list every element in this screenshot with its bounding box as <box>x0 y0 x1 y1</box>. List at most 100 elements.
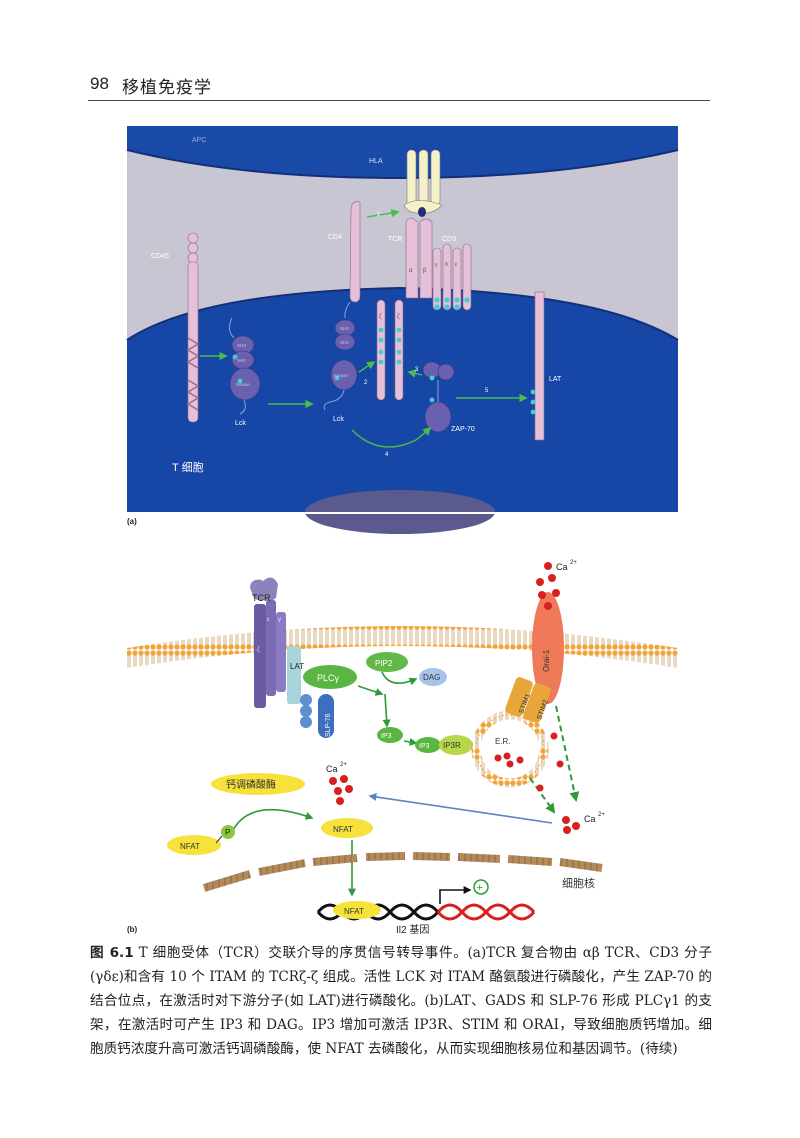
zap70 <box>422 361 455 433</box>
cd4-molecule <box>349 201 361 303</box>
svg-text:ζ: ζ <box>379 314 382 320</box>
svg-text:ζ: ζ <box>397 314 400 320</box>
svg-text:α: α <box>409 268 413 274</box>
plcg-label: PLCγ <box>317 673 340 683</box>
ip3r-label: IP3R <box>443 741 461 750</box>
calcium-mid <box>329 775 353 805</box>
ca-top-label: Ca <box>556 562 568 572</box>
svg-text:SH2: SH2 <box>340 340 349 345</box>
tcr-complex-b <box>250 577 286 708</box>
zap70-label: ZAP-70 <box>451 426 475 433</box>
ip3r <box>439 735 473 755</box>
step-1-label: 1 <box>377 212 381 218</box>
ip3-b <box>415 737 441 753</box>
lat-b-label: LAT <box>290 662 304 671</box>
step-5-label: 5 <box>485 388 489 394</box>
svg-text:IP3: IP3 <box>381 733 392 740</box>
ca-mid-label: Ca <box>326 764 338 774</box>
lat-a <box>530 291 545 441</box>
cd4-label: CD4 <box>328 234 342 241</box>
svg-text:γ: γ <box>278 617 281 623</box>
caption-label: 图 6.1 <box>90 945 134 961</box>
apc-label: APC <box>192 137 206 144</box>
header-rule <box>88 100 710 101</box>
calcineurin-label: 钙调磷酸酶 <box>226 778 276 791</box>
svg-text:Kinase: Kinase <box>334 373 348 378</box>
panel-b-label: (b) <box>127 925 138 934</box>
nfat-p-label: NFAT <box>180 842 200 851</box>
step-2-label: 2 <box>364 380 368 386</box>
nuclear-membrane <box>202 852 603 892</box>
running-title: 移植免疫学 <box>122 78 212 98</box>
nfat <box>321 818 373 838</box>
calcineurin <box>211 773 305 795</box>
ip3-a <box>377 727 403 743</box>
svg-text:β: β <box>423 268 427 274</box>
tcr-b-label: TCR <box>252 593 271 603</box>
step-3-label: 3 <box>415 367 419 373</box>
zeta-chains <box>376 299 404 401</box>
er-label: E.R. <box>495 737 511 746</box>
cd3-complex <box>432 243 472 311</box>
arrow-4 <box>351 426 432 448</box>
svg-text:2+: 2+ <box>340 762 347 768</box>
t-cell-label: T 细胞 <box>172 461 204 474</box>
svg-text:ε: ε <box>267 617 270 623</box>
caption-text: T 细胞受体（TCR）交联介导的序贯信号转导事件。(a)TCR 复合物由 αβ … <box>90 945 712 1057</box>
lck-right-label: Lck <box>333 416 344 423</box>
calcium-top <box>536 562 560 610</box>
cd45-molecule <box>186 232 200 423</box>
gene-label: Il2 基因 <box>396 923 429 936</box>
svg-text:γ: γ <box>435 262 438 268</box>
svg-text:2+: 2+ <box>598 812 605 818</box>
figure-caption: 图 6.1 T 细胞受体（TCR）交联介导的序贯信号转导事件。(a)TCR 复合… <box>90 941 712 1061</box>
stim1 <box>505 677 533 717</box>
orai1-label: Orai-1 <box>542 649 551 672</box>
lck-right <box>323 301 358 411</box>
nfat-label: NFAT <box>333 825 353 834</box>
lat-b <box>287 646 301 704</box>
orai1 <box>532 592 564 704</box>
lat-a-label: LAT <box>549 376 562 383</box>
plcg <box>303 665 357 689</box>
phosphate <box>221 825 235 839</box>
panel-a: APC T 细胞 HLA CD4 1 TCR α β <box>126 126 679 534</box>
ca-right-label: Ca <box>584 814 596 824</box>
activation-plus <box>473 879 489 895</box>
svg-text:δ: δ <box>445 262 448 268</box>
svg-text:+: + <box>477 882 483 894</box>
panel-b: TCR ε γ ζ LAT SLP-76 PLCγ PIP2 DAG IP3 I… <box>127 560 678 936</box>
pip2-label: PIP2 <box>375 659 393 668</box>
stim2 <box>523 683 551 723</box>
cd3-label: CD3 <box>442 236 456 243</box>
step-4-label: 4 <box>385 452 389 458</box>
nucleus-label: 细胞核 <box>562 876 595 890</box>
dag <box>419 668 447 686</box>
hla-label: HLA <box>369 158 383 165</box>
hla-molecule <box>403 149 443 217</box>
svg-text:P: P <box>225 828 230 837</box>
svg-text:SH3: SH3 <box>340 326 349 331</box>
arrow-1 <box>366 208 400 218</box>
arrow-2 <box>358 361 376 373</box>
figure-6-1: APC T 细胞 HLA CD4 1 TCR α β <box>126 126 679 936</box>
apc-cell <box>127 126 678 178</box>
nfat-dna-label: NFAT <box>344 907 364 916</box>
slp76 <box>300 694 334 738</box>
svg-text:2+: 2+ <box>570 560 577 566</box>
arrow-3 <box>407 369 423 378</box>
dag-label: DAG <box>423 673 440 682</box>
svg-text:SH3: SH3 <box>237 343 246 348</box>
svg-text:IP3: IP3 <box>419 743 430 750</box>
slp76-label: SLP-76 <box>325 714 332 737</box>
nfat-dna <box>333 901 381 919</box>
tcr-ab <box>405 217 433 299</box>
lck-left <box>228 317 261 415</box>
pip2 <box>366 652 408 672</box>
page-number: 98 <box>90 74 109 93</box>
nfat-p <box>167 835 221 855</box>
svg-text:Kinase: Kinase <box>236 382 250 387</box>
svg-text:SH2: SH2 <box>237 358 246 363</box>
svg-text:ζ: ζ <box>257 647 260 653</box>
svg-text:ε: ε <box>455 262 458 268</box>
